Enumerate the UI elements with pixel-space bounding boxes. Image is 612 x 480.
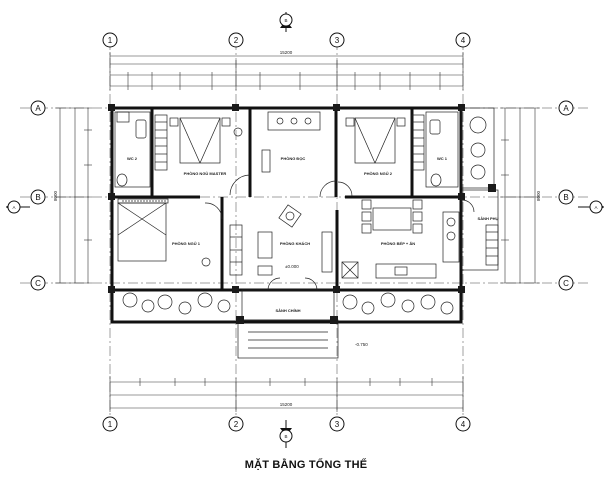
dimensions-bottom: 15200 [109,376,464,412]
room-bedroom-1: PHÒNG NGỦ 2 [337,114,425,197]
dimensions-sides: 8000 8000 [53,107,541,284]
section-mark-left: A [6,200,30,214]
room-label-study: PHÒNG ĐỌC [281,156,306,161]
svg-text:A: A [594,205,597,210]
room-bedroom-2: PHÒNG NGỦ 1 [117,198,223,267]
grid-label-b-right: B [563,193,568,202]
grid-label-c-right: C [563,279,569,288]
room-label-wc1: WC 1 [437,156,448,161]
front-garden [122,292,454,315]
grid-label-4-top: 4 [461,36,466,45]
room-label-wc2: WC 2 [127,156,138,161]
grid-label-a-left: A [35,104,41,113]
svg-text:A: A [12,205,15,210]
room-living: PHÒNG KHÁCH ±0.000 [229,204,333,291]
level-ground: -0.750 [355,342,368,347]
exterior-walls [108,104,465,324]
dim-left-total: 8000 [53,190,58,201]
room-kitchen-dining: PHÒNG BẾP + ĂN [341,199,460,279]
grid-label-1-bottom: 1 [108,420,113,429]
room-label-bedroom-2: PHÒNG NGỦ 1 [172,241,201,246]
section-mark-right: A [578,200,604,214]
room-wc-left: WC 2 [114,111,151,188]
dim-bottom-total: 15200 [280,402,293,407]
grid-label-a-right: A [563,104,569,113]
drawing-title: MẶT BẰNG TỔNG THỂ [244,459,368,471]
room-label-porch: SẢNH CHÍNH [275,308,300,313]
grid-label-3-top: 3 [335,36,340,45]
grid-label-3-bottom: 3 [335,420,340,429]
dim-top-total: 15200 [280,50,293,55]
svg-text:B: B [284,18,287,23]
room-master-bedroom: PHÒNG NGỦ MASTER [154,114,251,196]
side-entrance: SẢNH PHỤ [461,189,499,271]
section-mark-top: B [279,12,293,32]
grid-lines [20,40,590,420]
dim-right-total: 8000 [536,190,541,201]
room-label-side-entrance: SẢNH PHỤ [478,216,499,221]
room-wc-right: WC 1 [425,111,459,188]
garden-right [461,107,496,192]
grid-label-c-left: C [35,279,41,288]
section-mark-bottom: B [279,420,293,448]
grid-bubbles: 1 2 3 4 1 2 3 4 A B C A B C [30,32,574,432]
room-study: PHÒNG ĐỌC [261,111,337,198]
grid-label-2-top: 2 [234,36,239,45]
grid-label-2-bottom: 2 [234,420,239,429]
svg-text:B: B [284,434,287,439]
grid-label-1-top: 1 [108,36,113,45]
section-marks: B B A A [6,12,604,448]
level-floor: ±0.000 [285,264,299,269]
grid-label-4-bottom: 4 [461,420,466,429]
room-label-kitchen-dining: PHÒNG BẾP + ĂN [381,241,415,246]
grid-label-b-left: B [35,193,40,202]
dimensions-top: 15200 [109,50,464,90]
main-porch: SẢNH CHÍNH -0.750 [236,289,368,359]
room-label-bedroom-1: PHÒNG NGỦ 2 [364,171,393,176]
room-label-living: PHÒNG KHÁCH [280,241,310,246]
room-label-master: PHÒNG NGỦ MASTER [184,171,227,176]
